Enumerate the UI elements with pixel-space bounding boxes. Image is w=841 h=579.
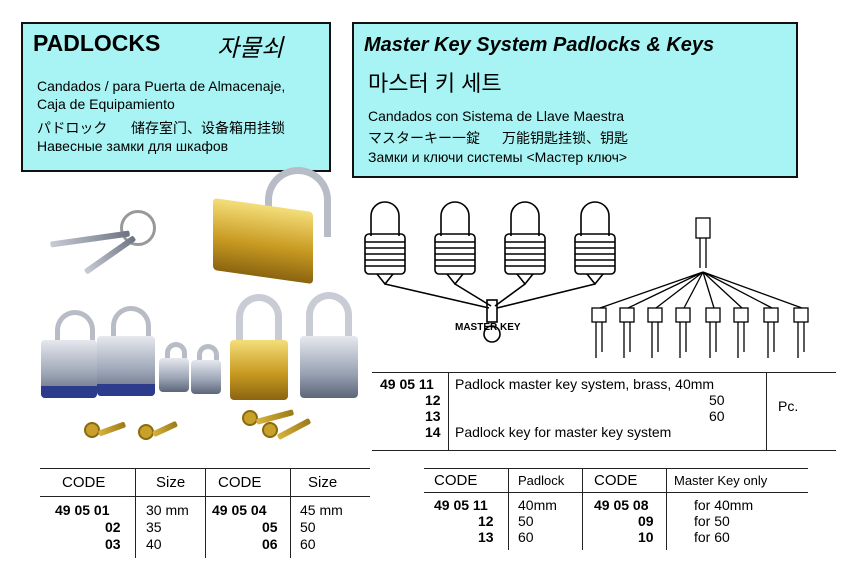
title-korean: 자물쇠 — [217, 35, 284, 62]
master-key-top-icon — [695, 217, 711, 268]
cell-code: 49 05 04 — [212, 502, 267, 518]
spanish-line-2: Caja de Equipamiento — [37, 96, 175, 112]
cell-padlock: 40mm — [518, 497, 557, 513]
cell-master-key: for 50 — [694, 513, 730, 529]
keys-image — [40, 200, 160, 280]
header-size: Size — [156, 474, 186, 491]
list-top-rule — [372, 372, 836, 373]
cell-code: 49 05 08 — [594, 497, 649, 513]
brass-padlock-large-image — [205, 165, 345, 285]
list-desc: Padlock key for master key system — [455, 424, 672, 440]
unit-label: Pc. — [778, 398, 799, 414]
cell-code: 49 05 11 — [434, 497, 488, 513]
russian-line: Навесные замки для шкафов — [37, 138, 229, 154]
padlock-icon-1 — [364, 201, 406, 286]
cell-master-key: for 60 — [694, 529, 730, 545]
padlocks-title-box: PADLOCKS 자물쇠 Candados / para Puerta de A… — [21, 22, 331, 172]
mk-table-top-rule — [424, 468, 808, 469]
size-table-divider — [205, 468, 206, 558]
header-code: CODE — [218, 474, 262, 491]
mk-table-divider — [582, 468, 583, 550]
cell-code: 10 — [638, 529, 654, 545]
small-brass-keys-image — [80, 408, 210, 444]
list-divider — [448, 372, 449, 450]
cell-size: 35 — [146, 519, 162, 535]
russian-line: Замки и ключи системы <Мастер ключ> — [368, 149, 628, 165]
cell-size: 30 mm — [146, 502, 189, 518]
list-desc: Padlock master key system, brass, 40mm — [455, 376, 715, 392]
mk-table-divider — [508, 468, 509, 550]
mk-table-divider — [666, 468, 667, 550]
japanese-line: マスターキー一錠 — [368, 130, 480, 146]
cell-size: 60 — [300, 536, 316, 552]
header-master-key-only: Master Key only — [674, 473, 768, 488]
list-desc: 60 — [709, 408, 725, 424]
padlock-icon-4 — [574, 201, 616, 286]
chinese-line: 储存室门、设备箱用挂锁 — [131, 120, 285, 136]
size-table-divider — [135, 468, 136, 558]
list-code: 13 — [425, 408, 441, 424]
cell-size: 45 mm — [300, 502, 343, 518]
cell-code: 12 — [478, 513, 494, 529]
size-table-divider — [290, 468, 291, 558]
cell-code: 09 — [638, 513, 654, 529]
cell-code: 05 — [262, 519, 278, 535]
cell-master-key: for 40mm — [694, 497, 754, 513]
cell-padlock: 50 — [518, 513, 534, 529]
cell-code: 02 — [105, 519, 121, 535]
padlock-icon-2 — [434, 201, 476, 286]
japanese-line: パドロック — [37, 120, 108, 136]
cell-padlock: 60 — [518, 529, 534, 545]
master-key-diagram — [364, 201, 616, 343]
spanish-line-1: Candados / para Puerta de Almacenaje, — [37, 78, 286, 94]
laminated-padlocks-image — [35, 300, 225, 410]
cell-code: 06 — [262, 536, 278, 552]
list-bottom-rule — [372, 450, 836, 451]
title-padlocks: PADLOCKS — [33, 30, 161, 56]
key-tree-diagram — [591, 217, 809, 358]
mk-table-header-rule — [424, 492, 808, 493]
list-code: 14 — [425, 424, 441, 440]
list-code: 49 05 11 — [380, 376, 434, 392]
padlock-icon-3 — [504, 201, 546, 286]
master-key-icon — [483, 299, 501, 343]
spanish-line: Candados con Sistema de Llave Maestra — [368, 108, 625, 124]
cell-code: 49 05 01 — [55, 502, 110, 518]
master-key-title-box: Master Key System Padlocks & Keys 마스터 키 … — [352, 22, 798, 178]
list-desc: 50 — [709, 392, 725, 408]
title-master-key: Master Key System Padlocks & Keys — [364, 34, 715, 56]
master-key-label: MASTER KEY — [455, 322, 521, 333]
brass-and-steel-padlocks-image — [228, 292, 358, 452]
individual-keys-icons — [591, 307, 809, 358]
title-master-key-korean: 마스터 키 세트 — [368, 71, 502, 96]
cell-size: 40 — [146, 536, 162, 552]
header-padlock: Padlock — [518, 473, 565, 488]
header-code: CODE — [434, 472, 478, 489]
list-code: 12 — [425, 392, 441, 408]
chinese-line: 万能钥匙挂锁、钥匙 — [502, 130, 628, 146]
list-divider-2 — [766, 372, 767, 450]
header-code: CODE — [62, 474, 106, 491]
header-size: Size — [308, 474, 338, 491]
cell-size: 50 — [300, 519, 316, 535]
cell-code: 13 — [478, 529, 494, 545]
cell-code: 03 — [105, 536, 121, 552]
header-code: CODE — [594, 472, 638, 489]
